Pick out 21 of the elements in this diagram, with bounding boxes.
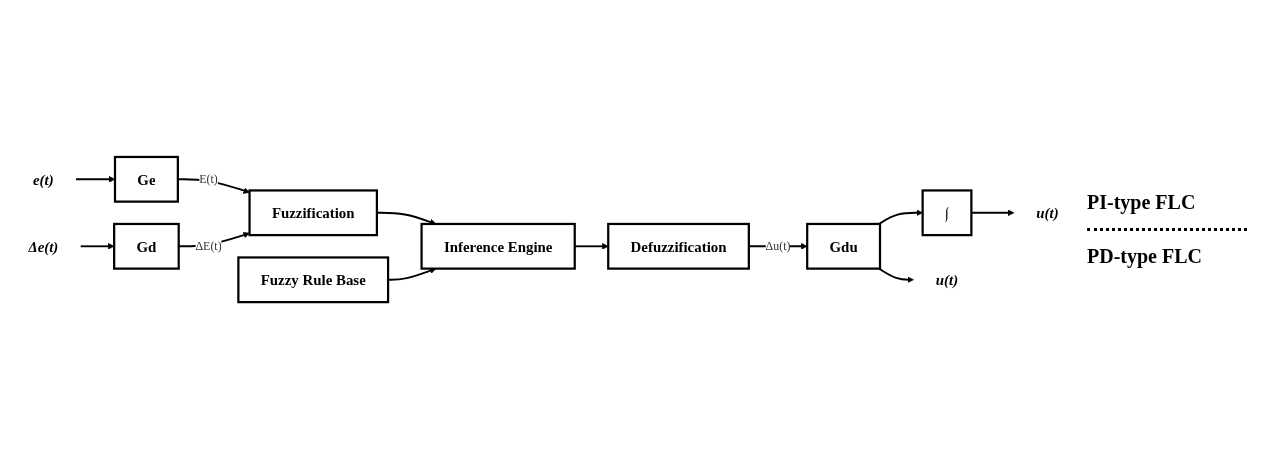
node-text: u(t) [935,271,959,288]
node-box: Gd [113,222,180,270]
node-box: Fuzzification [248,189,379,237]
node-box: Gdu [806,222,882,270]
edge-label: ΔE(t) [195,239,222,253]
mode-label: PD-type FLC [1087,245,1202,268]
arrow [878,209,923,225]
node-text: e(t) [32,171,54,188]
edge-label: Δu(t) [765,239,791,253]
arrow [79,242,115,250]
node-text: Δe(t) [28,238,59,255]
arrow [75,175,116,183]
node-box: Ge [113,155,179,203]
node-box: Fuzzy Rule Base [237,256,390,304]
node-box: ∫ [921,189,973,237]
edge-label: E(t) [199,172,218,186]
mode-label: PI-type FLC [1087,191,1196,214]
node-box: Inference Engine [420,222,576,270]
arrow [878,267,914,283]
node-text: u(t) [1036,204,1059,221]
node-box: Defuzzification [607,222,750,270]
